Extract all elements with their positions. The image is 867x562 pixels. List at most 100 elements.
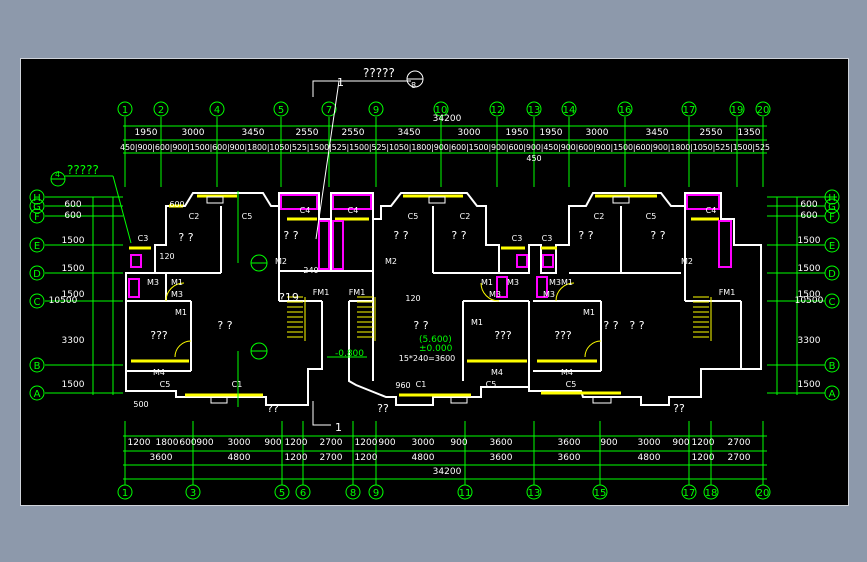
right-dimension: 1500 [798, 264, 821, 274]
bottom-dimension: 900 [378, 438, 395, 448]
axis-bubble [824, 189, 840, 205]
stair-flights [287, 296, 712, 341]
bottom-dimension: 3600 [558, 438, 581, 448]
axis-bubble [29, 208, 45, 224]
bottom-dimension: 1200 [128, 438, 151, 448]
axis-label: B [829, 361, 836, 372]
room-label: ? ? [283, 229, 298, 242]
bottom-dimension: 2700 [320, 453, 343, 463]
top-dimension: 1950 [135, 128, 158, 138]
axis-label: 20 [757, 488, 770, 499]
room-label: ?? [267, 402, 279, 415]
axis-bubble [345, 484, 361, 500]
small-dimension: 960 [395, 381, 410, 390]
bottom-dimension: 3000 [638, 438, 661, 448]
section-mark-bottom-label: 1 [335, 421, 342, 434]
window-label: C2 [189, 212, 200, 221]
window-label: C3 [542, 234, 553, 243]
door-label: M1 [561, 278, 573, 287]
axis-label: 14 [563, 105, 576, 116]
axis-label: 19 [731, 105, 744, 116]
axis-label: 15 [594, 488, 607, 499]
axis-bubble [209, 101, 225, 117]
left-dimension: 1500 [62, 264, 85, 274]
axis-bubble [457, 484, 473, 500]
door-label: M3 [507, 278, 519, 287]
axis-bubble [273, 101, 289, 117]
axis-label: F [34, 212, 40, 223]
axis-bubble [153, 101, 169, 117]
left-dimension: 600 [64, 211, 81, 221]
window-label: C5 [566, 380, 577, 389]
axis-label: B [34, 361, 41, 372]
door-label: M1 [175, 308, 187, 317]
axis-label: A [829, 389, 836, 400]
axis-bubble [295, 484, 311, 500]
axis-bubble [274, 484, 290, 500]
axis-bubble [824, 265, 840, 281]
axis-label: 6 [300, 488, 306, 499]
axis-bubble [824, 357, 840, 373]
axis-bubble [117, 101, 133, 117]
right-dimension: 1500 [798, 290, 821, 300]
small-dimension: 500 [133, 400, 148, 409]
axis-label: 18 [705, 488, 718, 499]
window-label: C5 [486, 380, 497, 389]
left-dimension: 600 [64, 200, 81, 210]
bottom-dimension: 2700 [728, 438, 751, 448]
room-label: ? ? [650, 229, 665, 242]
bottom-dimension: 900 [264, 438, 281, 448]
windows [129, 194, 719, 397]
window-label: C1 [232, 380, 243, 389]
window-label: C2 [594, 212, 605, 221]
axis-label: E [829, 241, 835, 252]
axis-bubble [824, 208, 840, 224]
small-dimension: 15*240=3600 [399, 354, 456, 363]
door-label: M2 [681, 257, 693, 266]
top-dimension: 3450 [398, 128, 421, 138]
axis-label: A [34, 389, 41, 400]
bottom-dimension: 1200 [355, 438, 378, 448]
axis-label: F [829, 212, 835, 223]
axis-bubble [321, 101, 337, 117]
axis-label: 1 [122, 105, 128, 116]
axis-bubble [703, 484, 719, 500]
top-dimension: 1350 [738, 128, 761, 138]
axis-label: 20 [757, 105, 770, 116]
top-dimension: 2550 [342, 128, 365, 138]
left-dimension: 1500 [62, 236, 85, 246]
top-detail-dimensions: 450|900|600|900|1500|600|900|1800|1050|5… [120, 143, 770, 152]
bottom-dimension: 3600 [150, 453, 173, 463]
axis-bubble [824, 385, 840, 401]
room-label: ? ? [178, 231, 193, 244]
window-label: C5 [160, 380, 171, 389]
axis-label: D [33, 269, 41, 280]
window-label: C3 [512, 234, 523, 243]
door-label: M4 [153, 368, 165, 377]
sanitary-fixtures [128, 194, 732, 298]
door-label: M4 [561, 368, 573, 377]
axis-label: 9 [373, 488, 379, 499]
room-label: ?? [673, 402, 685, 415]
axis-label: 11 [459, 488, 472, 499]
window-label: C5 [242, 212, 253, 221]
bottom-dimension: 1200 [692, 438, 715, 448]
top-dimension: 2550 [700, 128, 723, 138]
bottom-dimension: 1200 [355, 453, 378, 463]
left-dimension: 1500 [62, 380, 85, 390]
top-dimension: 1950 [540, 128, 563, 138]
top-dimension: 3450 [646, 128, 669, 138]
door-swings [165, 282, 602, 358]
top-dimension: 3000 [182, 128, 205, 138]
axis-label: 7 [326, 105, 332, 116]
top-dimension: 3450 [242, 128, 265, 138]
axis-bubble [617, 101, 633, 117]
axis-label: 13 [528, 488, 541, 499]
window-label: C1 [416, 380, 427, 389]
top-dimension: 1950 [506, 128, 529, 138]
axis-bubble [29, 198, 45, 214]
